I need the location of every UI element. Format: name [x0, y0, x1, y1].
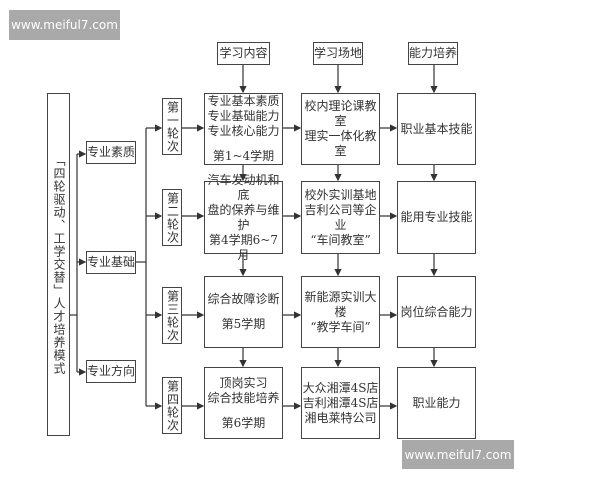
venue-line: 大众湘潭4S店: [302, 380, 379, 395]
venue-line: “车间教室”: [310, 232, 371, 247]
round-label: 第四轮次: [165, 379, 180, 432]
category-box: 专业方向: [86, 360, 136, 383]
venue-line: 湘电莱特公司: [304, 410, 377, 425]
venue-box: 新能源实训大楼 “教学车间”: [301, 276, 380, 348]
content-line: 专业核心能力: [207, 124, 280, 138]
venue-box: 校外实训基地 吉利公司等企业 “车间教室”: [301, 181, 380, 254]
venue-box: 校内理论课教室 理实一体化教室: [301, 93, 380, 165]
content-line: 综合技能培养: [207, 390, 280, 405]
watermark: www.meiful7.com: [9, 10, 120, 40]
model-title: 「四轮驱动、工学交替」人才培养模式: [52, 154, 66, 375]
header-box: 学习场地: [313, 42, 363, 65]
term-label: 第4学期6~7月: [209, 232, 278, 262]
header-box: 学习内容: [217, 42, 270, 65]
round-box: 第三轮次: [162, 287, 182, 344]
ability-box: 能用专业技能: [397, 181, 476, 254]
venue-line: 理实一体化教室: [304, 129, 377, 158]
header-box: 能力培养: [408, 42, 458, 65]
term-label: 第6学期: [221, 415, 266, 430]
venue-line: 吉利公司等企业: [304, 202, 377, 232]
round-label: 第二轮次: [165, 191, 180, 244]
round-label: 第一轮次: [165, 100, 180, 153]
content-box: 顶岗实习 综合技能培养 第6学期: [204, 367, 283, 439]
category-box: 专业基础: [86, 251, 136, 274]
content-box: 专业基本素质 专业基础能力 专业核心能力 第1~4学期: [204, 93, 283, 165]
content-box: 综合故障诊断 第5学期: [204, 276, 283, 348]
ability-box: 职业基本技能: [397, 93, 476, 165]
content-line: 专业基础能力: [207, 109, 280, 123]
model-title-box: 「四轮驱动、工学交替」人才培养模式: [47, 93, 70, 436]
venue-line: 新能源实训大楼: [304, 289, 377, 319]
content-line: 综合故障诊断: [207, 292, 280, 306]
ability-box: 岗位综合能力: [397, 276, 476, 348]
category-box: 专业素质: [86, 141, 136, 164]
term-label: 第5学期: [221, 317, 266, 331]
venue-line: 校内理论课教室: [304, 99, 377, 128]
round-label: 第三轮次: [165, 289, 180, 342]
ability-box: 职业能力: [397, 367, 476, 439]
content-line: 汽车发动机和底: [207, 172, 280, 202]
term-label: 第1~4学期: [212, 149, 275, 163]
round-box: 第四轮次: [162, 377, 182, 434]
content-line: 专业基本素质: [207, 94, 280, 108]
watermark: www.meiful7.com: [402, 440, 514, 469]
venue-line: 校外实训基地: [304, 187, 377, 202]
round-box: 第二轮次: [162, 189, 182, 246]
venue-box: 大众湘潭4S店 吉利湘潭4S店 湘电莱特公司: [301, 367, 380, 439]
content-line: 盘的保养与维护: [207, 202, 280, 232]
venue-line: 吉利湘潭4S店: [302, 395, 379, 410]
round-box: 第一轮次: [162, 98, 182, 155]
venue-line: “教学车间”: [310, 319, 371, 334]
content-line: 顶岗实习: [219, 375, 268, 390]
content-box: 汽车发动机和底 盘的保养与维护 第4学期6~7月: [204, 173, 283, 262]
